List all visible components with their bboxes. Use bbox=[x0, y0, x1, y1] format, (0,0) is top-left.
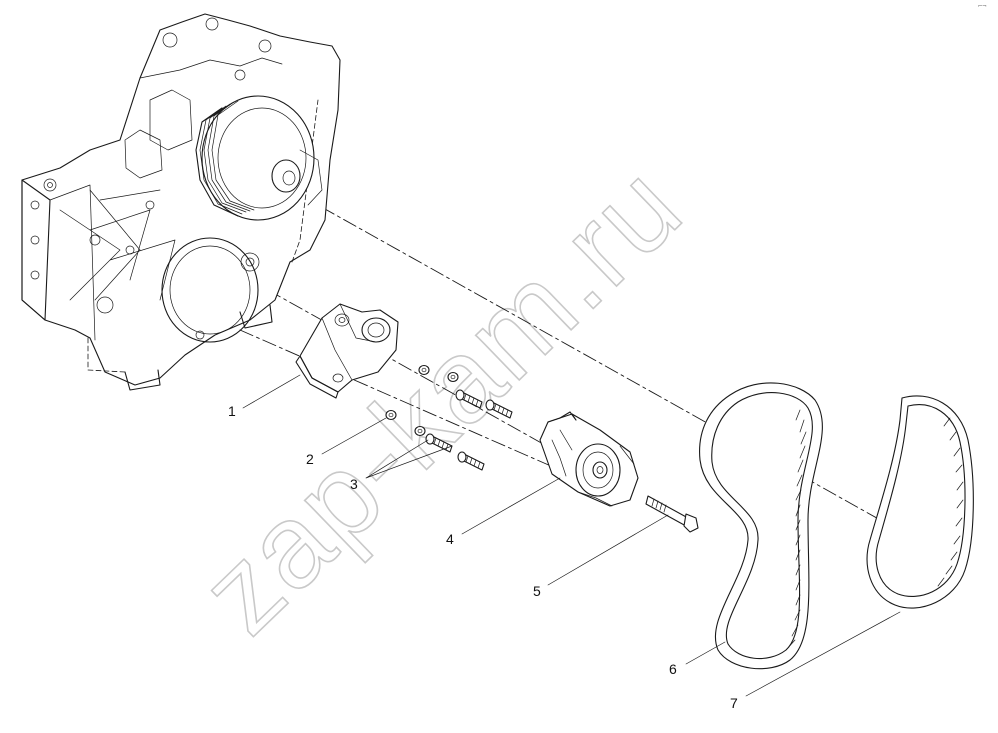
callout-numbers: 1 2 3 4 5 6 7 bbox=[228, 403, 738, 711]
part-6-main-belt bbox=[699, 382, 823, 670]
top-flange-edge bbox=[139, 57, 283, 79]
water-pump-pulley bbox=[195, 95, 323, 221]
washer-3 bbox=[385, 409, 397, 421]
top-boss-2 bbox=[205, 17, 219, 31]
side-boss bbox=[124, 129, 163, 179]
washer-2 bbox=[447, 371, 459, 383]
tensioner-top bbox=[547, 411, 577, 423]
callout-2: 2 bbox=[306, 451, 314, 467]
rib-lattice bbox=[59, 189, 176, 301]
part-1-tensioner-bracket bbox=[295, 303, 399, 399]
callout-5: 5 bbox=[533, 583, 541, 599]
bracket-hole-2 bbox=[332, 373, 344, 383]
leader-lines bbox=[242, 374, 901, 697]
bracket-base-plate bbox=[295, 355, 339, 399]
bracket-edges bbox=[321, 303, 377, 381]
leader-5 bbox=[547, 514, 669, 586]
flange-bolt-2 bbox=[30, 235, 40, 245]
belt-6-ribs bbox=[785, 409, 807, 651]
washer-1 bbox=[418, 364, 430, 376]
washer-3-hole bbox=[388, 412, 394, 418]
web-boss-2 bbox=[125, 245, 135, 255]
tensioner-pulley-inner bbox=[582, 451, 614, 489]
washer-1-hole bbox=[421, 367, 427, 373]
callout-7: 7 bbox=[730, 695, 738, 711]
tension-boss bbox=[240, 252, 260, 272]
axis-line-pulley bbox=[299, 194, 926, 546]
leader-1 bbox=[242, 374, 301, 409]
flange-bolt-1 bbox=[30, 200, 40, 210]
leader-3 bbox=[365, 439, 453, 479]
washer-2-hole bbox=[450, 374, 456, 380]
callout-1: 1 bbox=[228, 403, 236, 419]
washer-4-hole bbox=[417, 428, 423, 434]
tensioner-hub-bore bbox=[596, 466, 604, 474]
left-flange bbox=[21, 179, 51, 321]
hidden-edge-2 bbox=[291, 99, 319, 263]
leader-4 bbox=[461, 477, 561, 535]
bolt-3b bbox=[485, 399, 513, 419]
long-bolt-threads bbox=[651, 498, 667, 513]
belt-7-inner bbox=[875, 404, 966, 597]
bracket-hole-1 bbox=[334, 313, 350, 327]
alignment-axes bbox=[239, 194, 926, 546]
tensioner-hub bbox=[592, 461, 608, 479]
part-5-long-bolt bbox=[645, 495, 699, 533]
crank-opening bbox=[161, 237, 259, 343]
web-hole bbox=[96, 296, 114, 314]
crank-bolt bbox=[195, 330, 205, 340]
lower-foot-1 bbox=[124, 369, 161, 391]
leader-7 bbox=[745, 611, 901, 697]
top-boss-1 bbox=[162, 32, 178, 48]
left-flange-edge bbox=[49, 184, 96, 341]
long-bolt-shank bbox=[645, 495, 689, 527]
tension-boss-hole bbox=[245, 257, 255, 267]
belt-6-outer bbox=[699, 382, 823, 670]
thermostat-housing bbox=[149, 89, 193, 151]
top-boss-3 bbox=[258, 39, 272, 53]
tensioner-edges bbox=[551, 429, 635, 477]
leader-2 bbox=[321, 417, 387, 455]
axis-line-tensioner-lower bbox=[239, 329, 561, 471]
corner-mark: ⌐¬ bbox=[978, 2, 986, 10]
washer-4 bbox=[414, 425, 426, 437]
web-boss-3 bbox=[145, 200, 155, 210]
part-2-washers bbox=[385, 364, 459, 437]
bolt-3a bbox=[455, 389, 483, 409]
belt-6-inner bbox=[711, 392, 813, 660]
part-4-belt-tensioner bbox=[539, 411, 639, 507]
pulley-ribs bbox=[199, 100, 255, 215]
callout-3: 3 bbox=[350, 476, 358, 492]
pulley-rim-back bbox=[195, 107, 239, 217]
flange-bolt-4 bbox=[43, 178, 57, 192]
pulley-hub-bore bbox=[282, 170, 296, 186]
flange-bolt-3 bbox=[30, 270, 40, 280]
tensioner-pulley bbox=[575, 443, 621, 497]
pulley-hub-boss bbox=[299, 149, 323, 206]
crank-opening-inner bbox=[169, 245, 251, 335]
pulley-face-inner bbox=[217, 107, 307, 209]
callout-4: 4 bbox=[446, 531, 454, 547]
part-7-secondary-belt bbox=[866, 395, 974, 609]
lower-foot-2 bbox=[239, 304, 273, 329]
belt-7-ribs bbox=[937, 417, 964, 587]
top-boss-4 bbox=[234, 69, 246, 81]
web-boss-1 bbox=[89, 234, 101, 246]
callout-6: 6 bbox=[669, 661, 677, 677]
flange-bolt-4-inner bbox=[47, 182, 53, 188]
bracket-hole-1-inner bbox=[338, 317, 346, 323]
leader-6 bbox=[685, 641, 726, 665]
tensioner-arm bbox=[577, 491, 613, 507]
hidden-edge-1 bbox=[87, 337, 126, 373]
pulley-hub bbox=[271, 159, 301, 193]
long-bolt-head bbox=[683, 513, 699, 533]
bolt-3d bbox=[457, 451, 485, 471]
bracket-bore-inner bbox=[367, 322, 385, 338]
belt-7-outer bbox=[866, 395, 974, 609]
axis-line-tensioner-upper bbox=[267, 289, 546, 446]
